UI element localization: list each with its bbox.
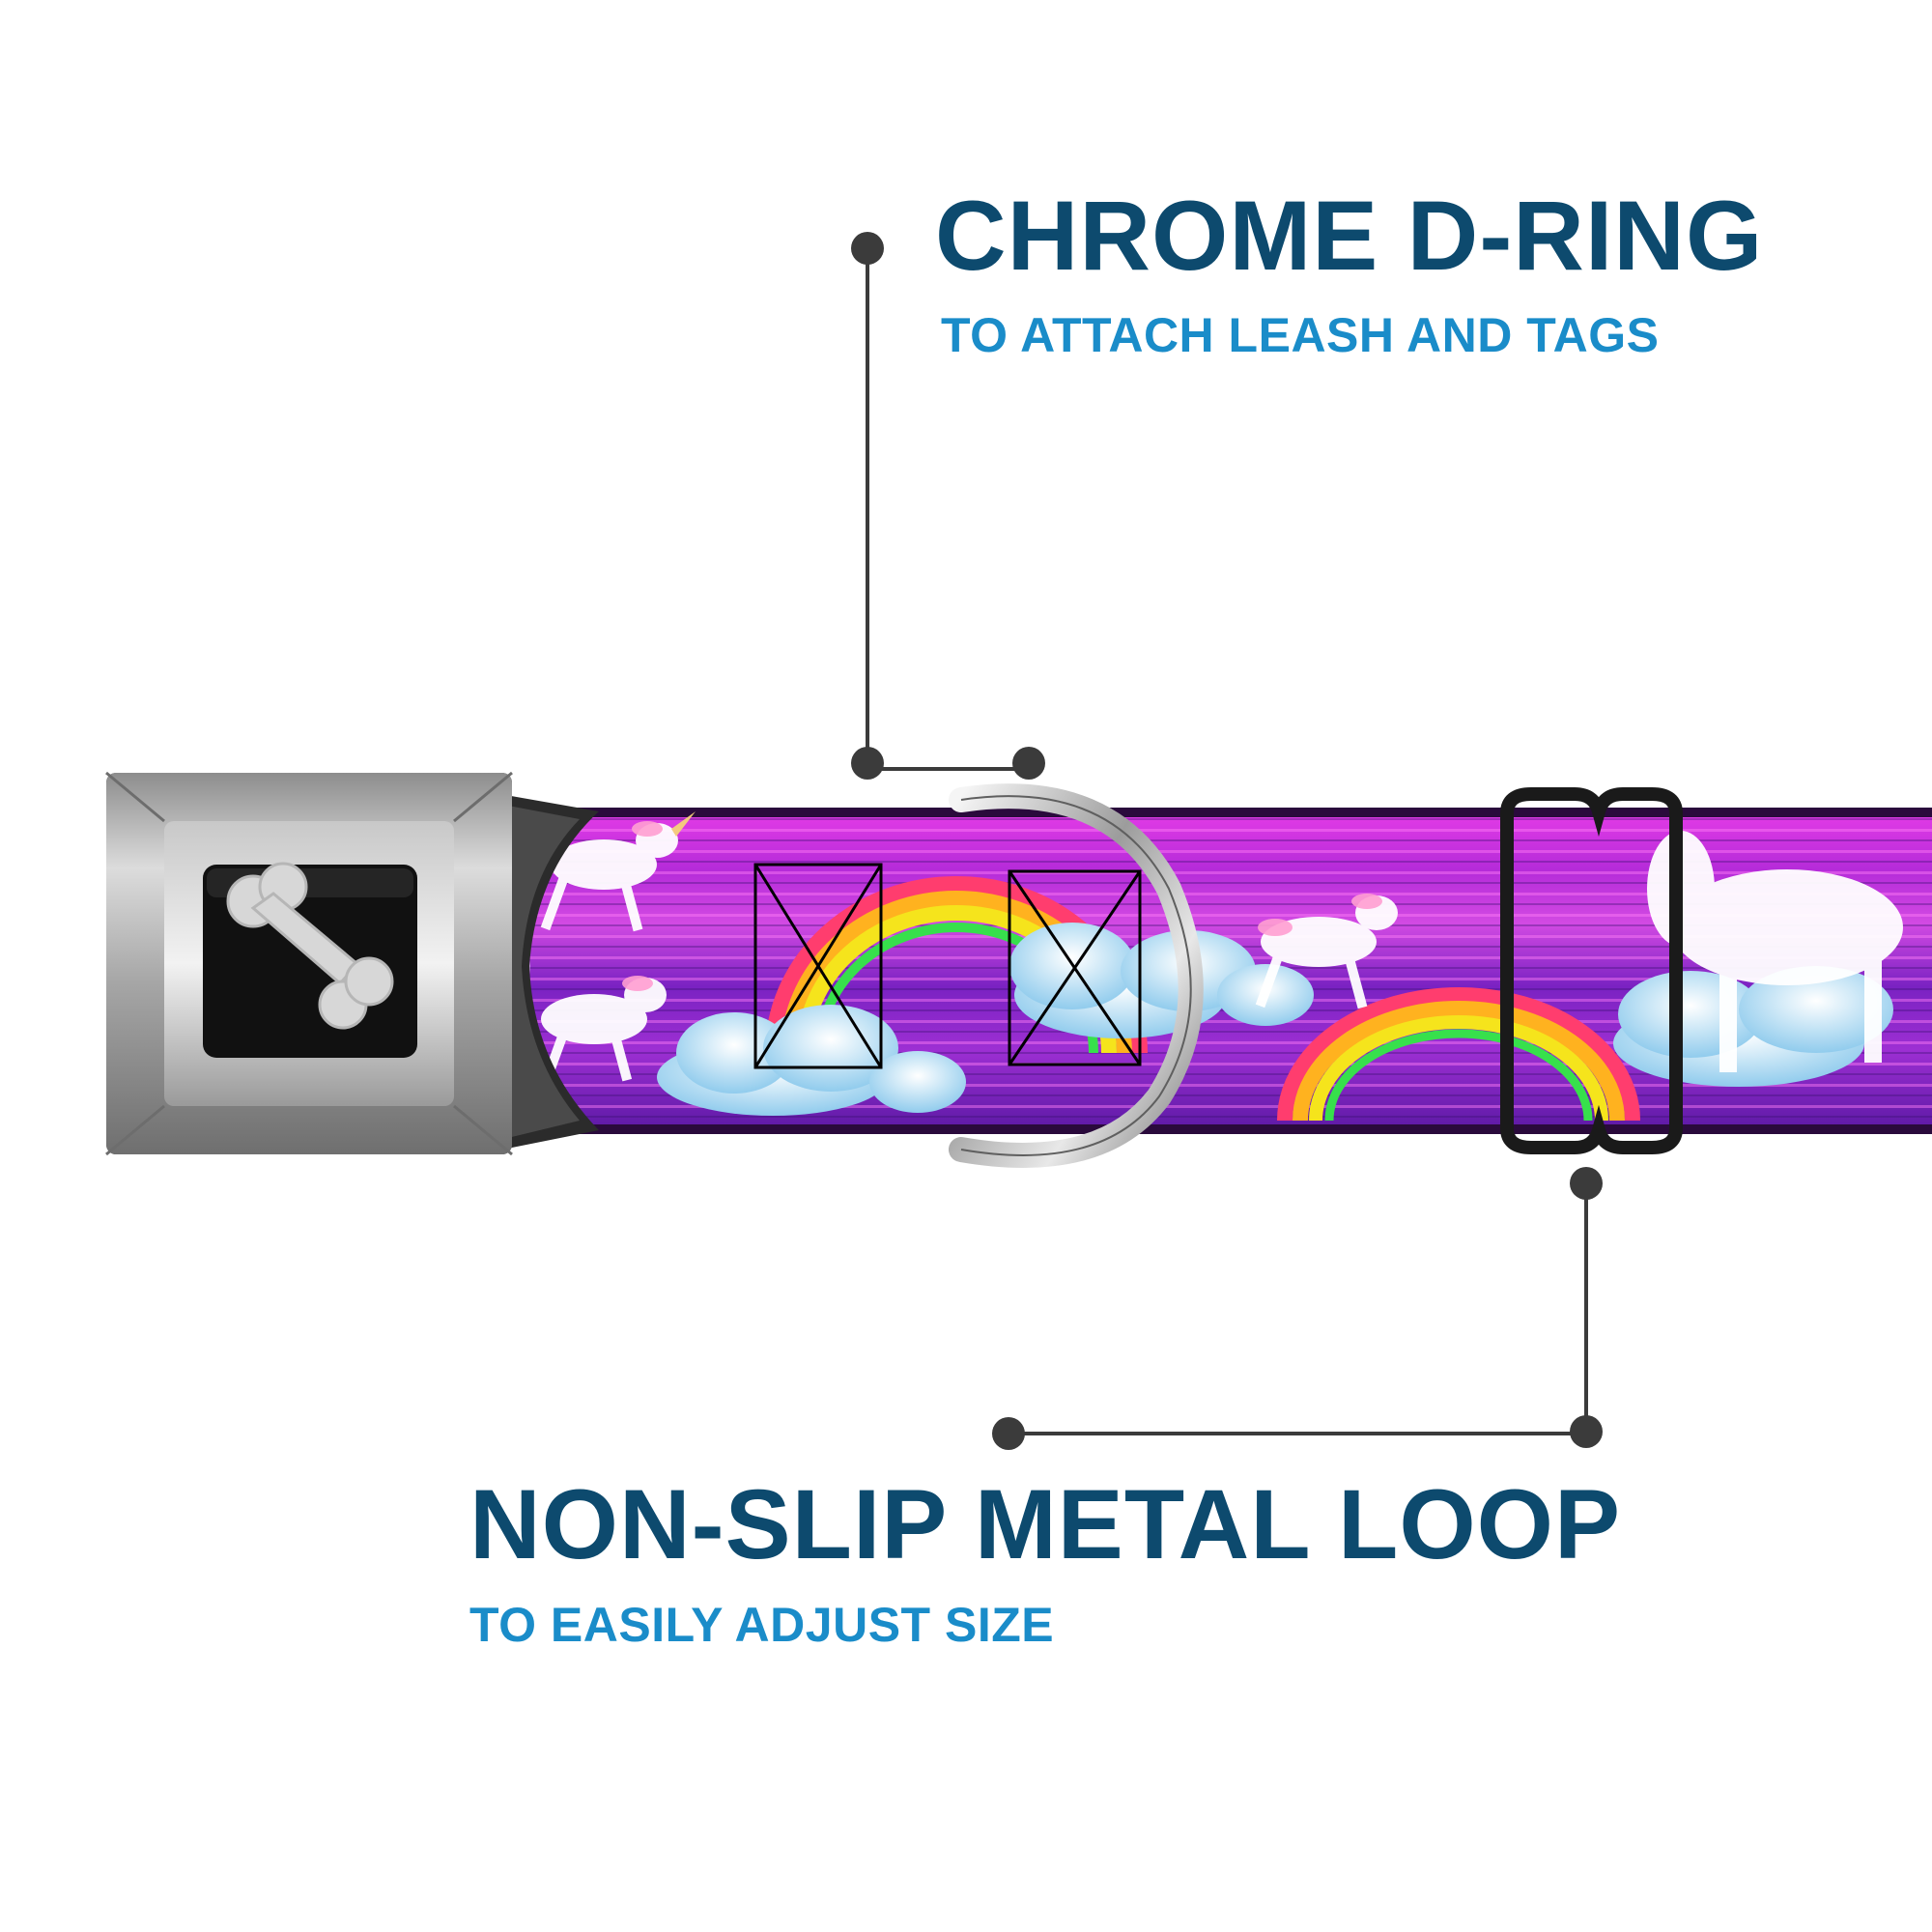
d-ring-subtitle: TO ATTACH LEASH AND TAGS (941, 308, 1660, 362)
metal-loop-title: NON-SLIP METAL LOOP (469, 1469, 1622, 1579)
metal-loop-subtitle: TO EASILY ADJUST SIZE (469, 1598, 1055, 1652)
bone-icon (226, 862, 394, 1030)
non-slip-metal-loop (1500, 787, 1683, 1154)
cloud-graphic (657, 923, 1893, 1116)
collar-strap (526, 808, 1932, 1134)
box-stitch (753, 863, 1142, 1069)
d-ring-title: CHROME D-RING (935, 181, 1764, 291)
leader-line-dring (851, 232, 1045, 780)
chrome-d-ring (949, 783, 1204, 1168)
seatbelt-buckle (105, 771, 513, 1156)
rainbow-graphic-2 (1277, 987, 1640, 1122)
unicorn-mane (622, 821, 1382, 991)
leader-line-loop (992, 1167, 1603, 1450)
